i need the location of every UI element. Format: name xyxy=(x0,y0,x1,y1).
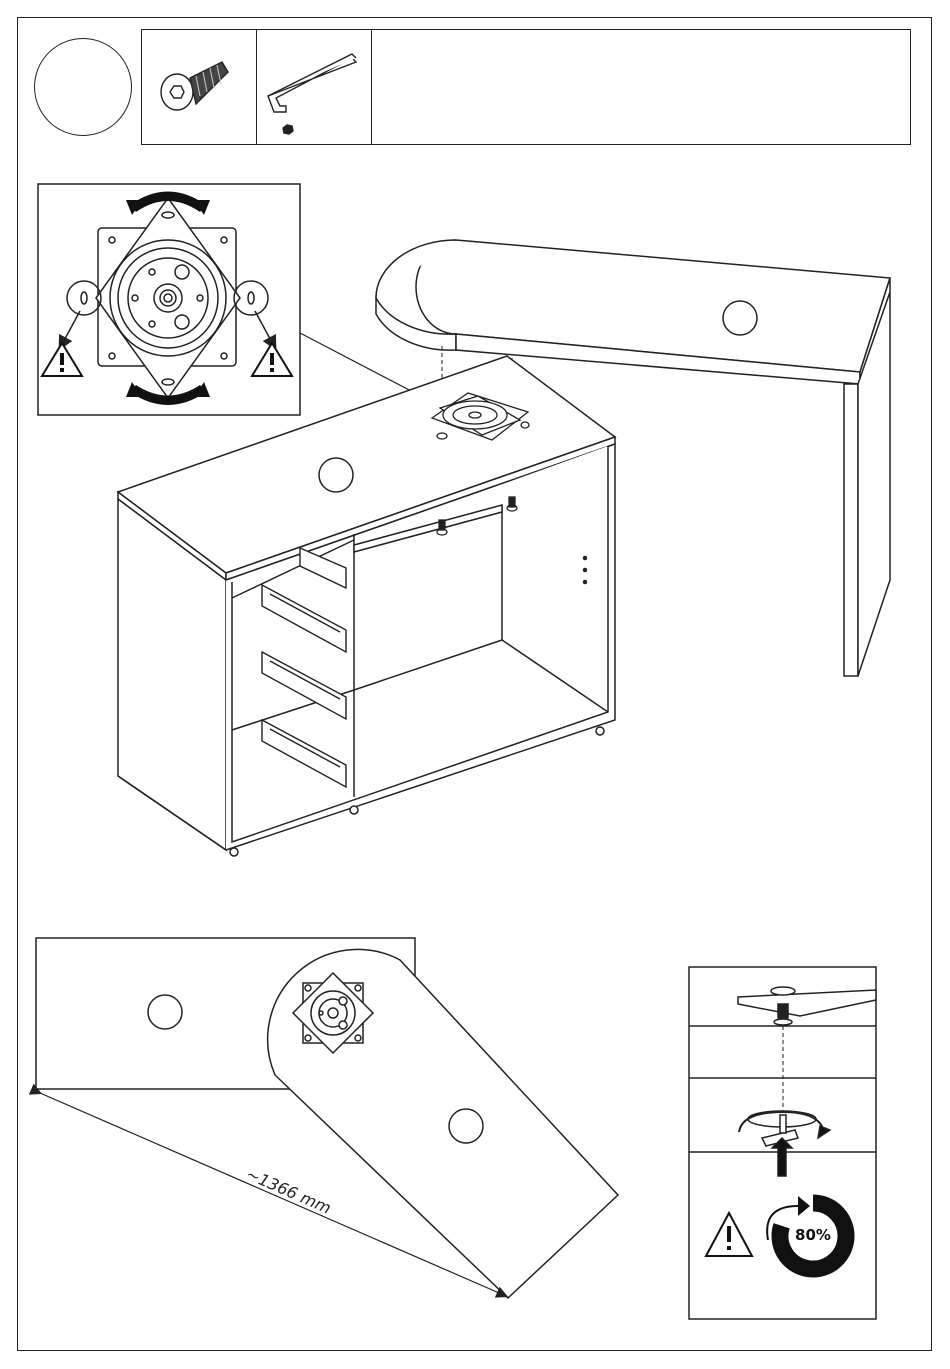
top-view-diagram xyxy=(36,938,618,1298)
dimension-label: ~1366 mm xyxy=(243,1164,333,1217)
torque-detail-inset xyxy=(689,967,876,1319)
torque-percent-label: 80% xyxy=(795,1226,831,1244)
cabinet xyxy=(118,356,615,856)
hex-key-icon xyxy=(268,54,356,134)
screw-icon xyxy=(161,62,228,110)
swivel-detail-inset xyxy=(38,184,300,415)
